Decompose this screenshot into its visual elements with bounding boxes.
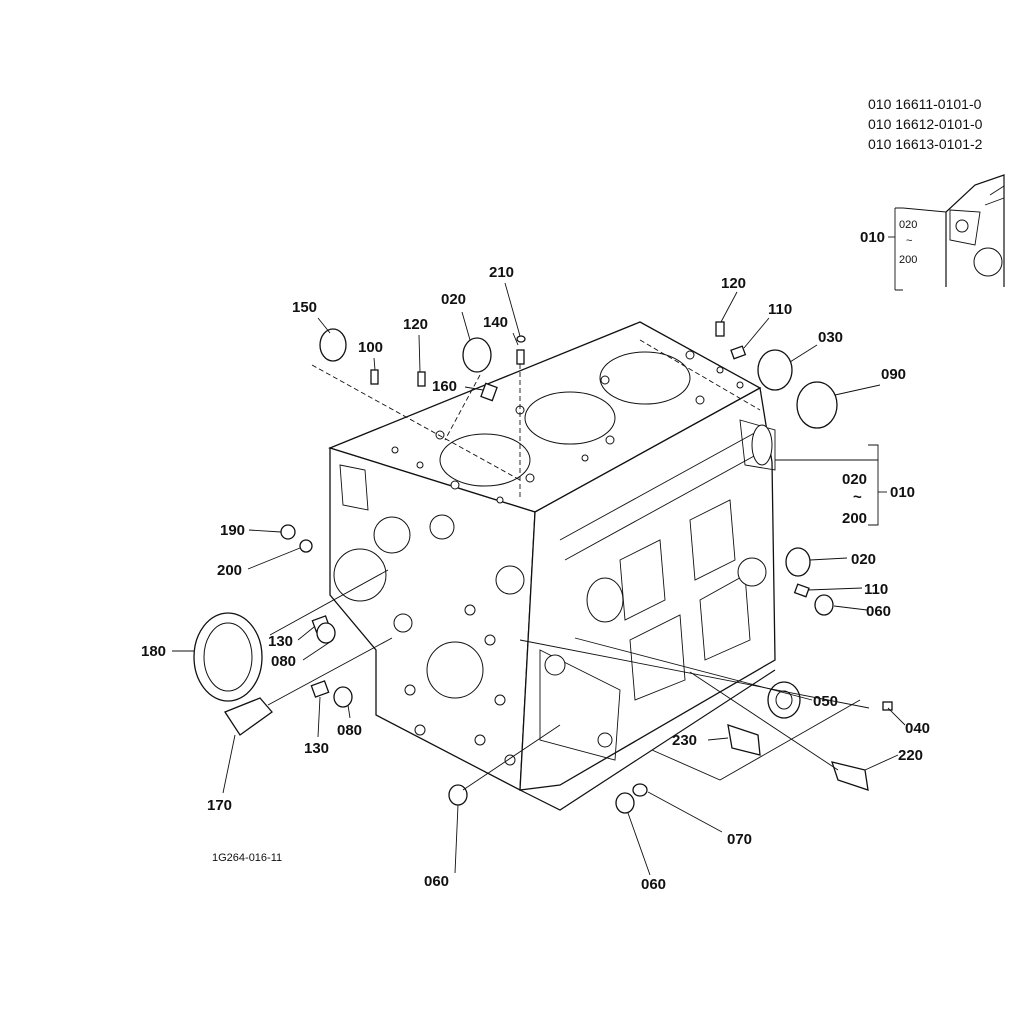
callout-160: 160: [432, 378, 457, 395]
callout-060-bottom-left: 060: [424, 873, 449, 890]
part-number-2: 010 16612-0101-0: [868, 116, 983, 132]
callout-090: 090: [881, 366, 906, 383]
bracket-range-mark: ~: [853, 489, 862, 506]
front-bore-upper-left: [373, 516, 411, 554]
loose-parts: [193, 321, 893, 814]
callout-200-bracket: 200: [842, 510, 867, 527]
callout-040: 040: [905, 720, 930, 737]
engine-block: [328, 321, 776, 811]
sensor-230: [727, 724, 761, 756]
callout-060-bottom-right: 060: [641, 876, 666, 893]
part-number-list: 010 16611-0101-0 010 16612-0101-0 010 16…: [868, 96, 983, 152]
plug-150: [319, 328, 347, 362]
callout-200-left: 200: [217, 562, 242, 579]
callout-060-right: 060: [866, 603, 891, 620]
callout-220: 220: [898, 747, 923, 764]
callout-120-left: 120: [403, 316, 428, 333]
part-number-3: 010 16613-0101-2: [868, 136, 983, 152]
callout-070: 070: [727, 831, 752, 848]
plug-170: [224, 697, 273, 736]
callout-020-bracket: 020: [842, 471, 867, 488]
callout-010: 010: [890, 484, 915, 501]
callout-120-right: 120: [721, 275, 746, 292]
callout-230: 230: [672, 732, 697, 749]
callout-210: 210: [489, 264, 514, 281]
callout-labels: 150 100 120 020 140 210 160 120 110 030 …: [141, 264, 930, 893]
callout-110-top: 110: [768, 301, 792, 318]
callout-130-lower: 130: [304, 740, 329, 757]
callout-180: 180: [141, 643, 166, 660]
inset-thumbnail: 020 ~ 200 010: [860, 174, 1005, 291]
inset-callout-020: 020: [899, 219, 917, 231]
leader-lines: [172, 282, 906, 876]
callout-050: 050: [813, 693, 838, 710]
inset-callout-010: 010: [860, 229, 885, 246]
callout-110-right: 110: [864, 581, 888, 598]
callout-130-upper: 130: [268, 633, 293, 650]
crank-bore: [426, 641, 484, 699]
drawing-code: 1G264-016-11: [212, 852, 282, 864]
callout-080-lower: 080: [337, 722, 362, 739]
plug-220: [831, 761, 869, 791]
part-number-1: 010 16611-0101-0: [868, 96, 982, 112]
callout-140: 140: [483, 314, 508, 331]
callout-030: 030: [818, 329, 843, 346]
callout-150: 150: [292, 299, 317, 316]
callout-080-upper: 080: [271, 653, 296, 670]
callout-170: 170: [207, 797, 232, 814]
callout-100: 100: [358, 339, 383, 356]
deck-bolt-holes: [391, 350, 744, 504]
callout-020-top: 020: [441, 291, 466, 308]
inset-range-mark: ~: [906, 235, 912, 247]
callout-190: 190: [220, 522, 245, 539]
inset-callout-200: 200: [899, 254, 917, 266]
callout-020-right: 020: [851, 551, 876, 568]
front-bore-lower-left: [333, 548, 387, 602]
